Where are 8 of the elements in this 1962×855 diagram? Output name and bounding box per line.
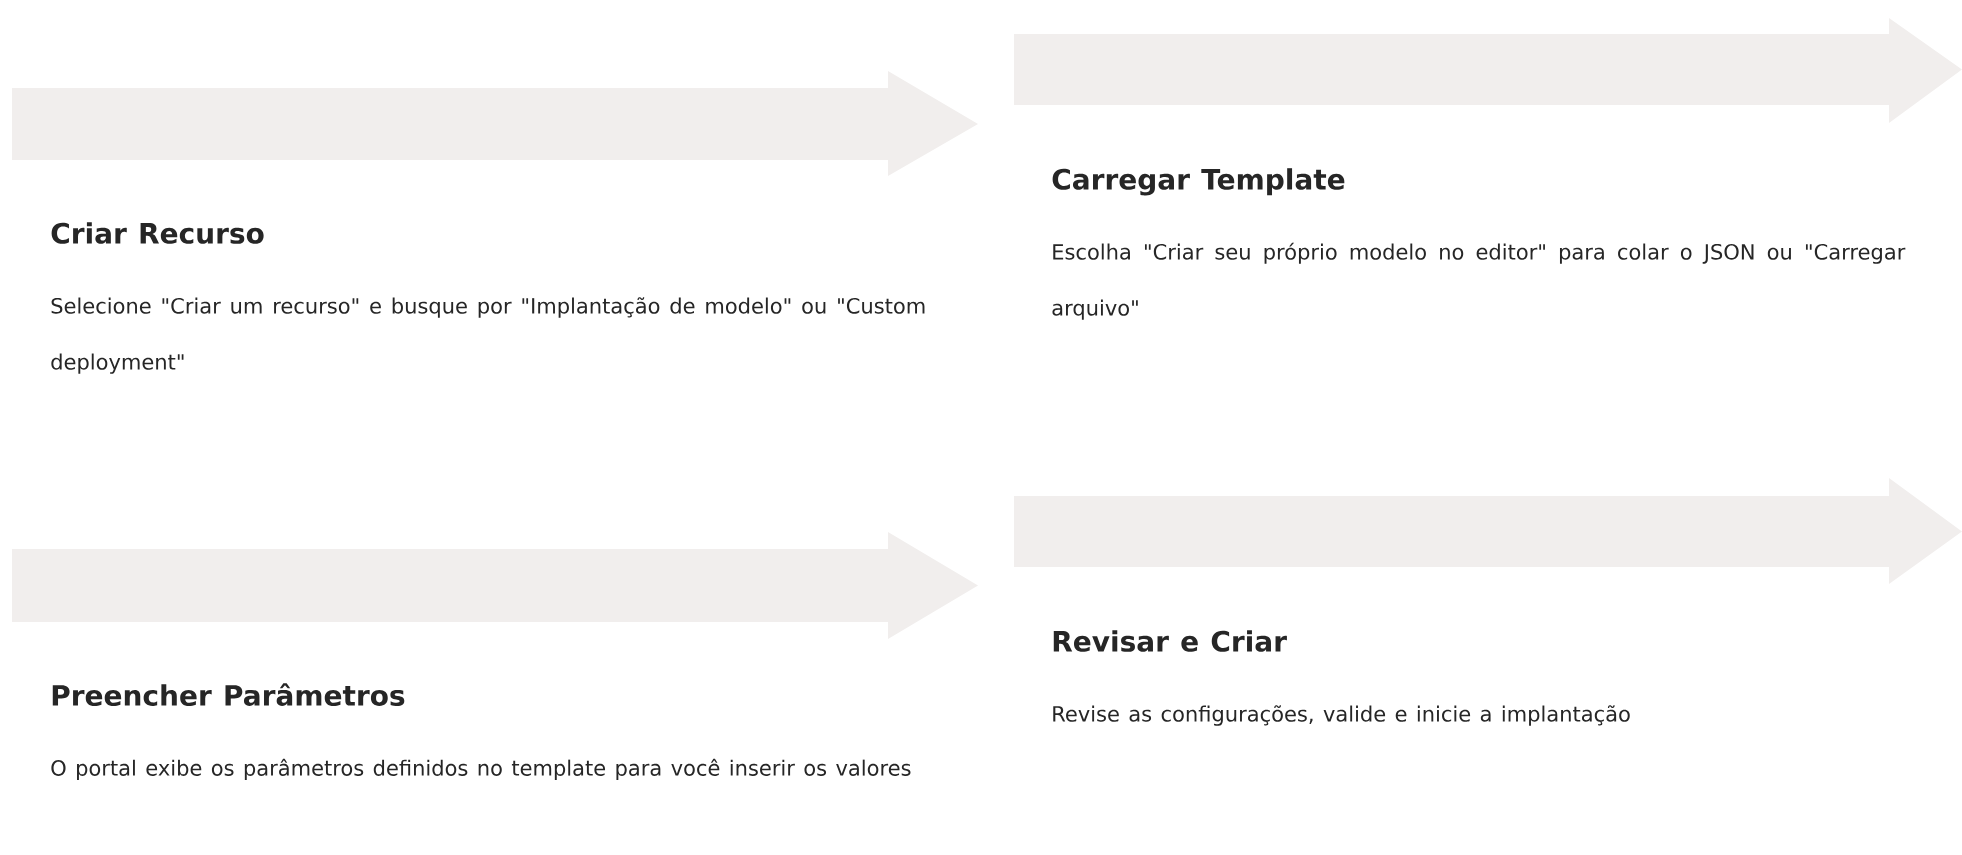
step-heading: Criar Recurso bbox=[51, 222, 264, 244]
step-heading: Carregar Template bbox=[1052, 168, 1345, 196]
step-description: Revise as configurações, valide e inicie a implantação bbox=[1053, 705, 1630, 726]
step-heading: Revisar e Criar bbox=[1053, 630, 1287, 652]
step-description: O portal exibe os parâmetros definidos no template para você inserir os valores bbox=[51, 758, 911, 780]
step-description: Escolha "Criar seu próprio modelo no editor" para colar o JSON ou "Carregar arquivo" bbox=[1052, 242, 1906, 320]
step-description: Selecione "Criar um recurso" e busque por "Implantação de modelo" ou "Custom deployment" bbox=[51, 297, 925, 374]
step-heading: Preencher Parâmetros bbox=[52, 683, 405, 706]
